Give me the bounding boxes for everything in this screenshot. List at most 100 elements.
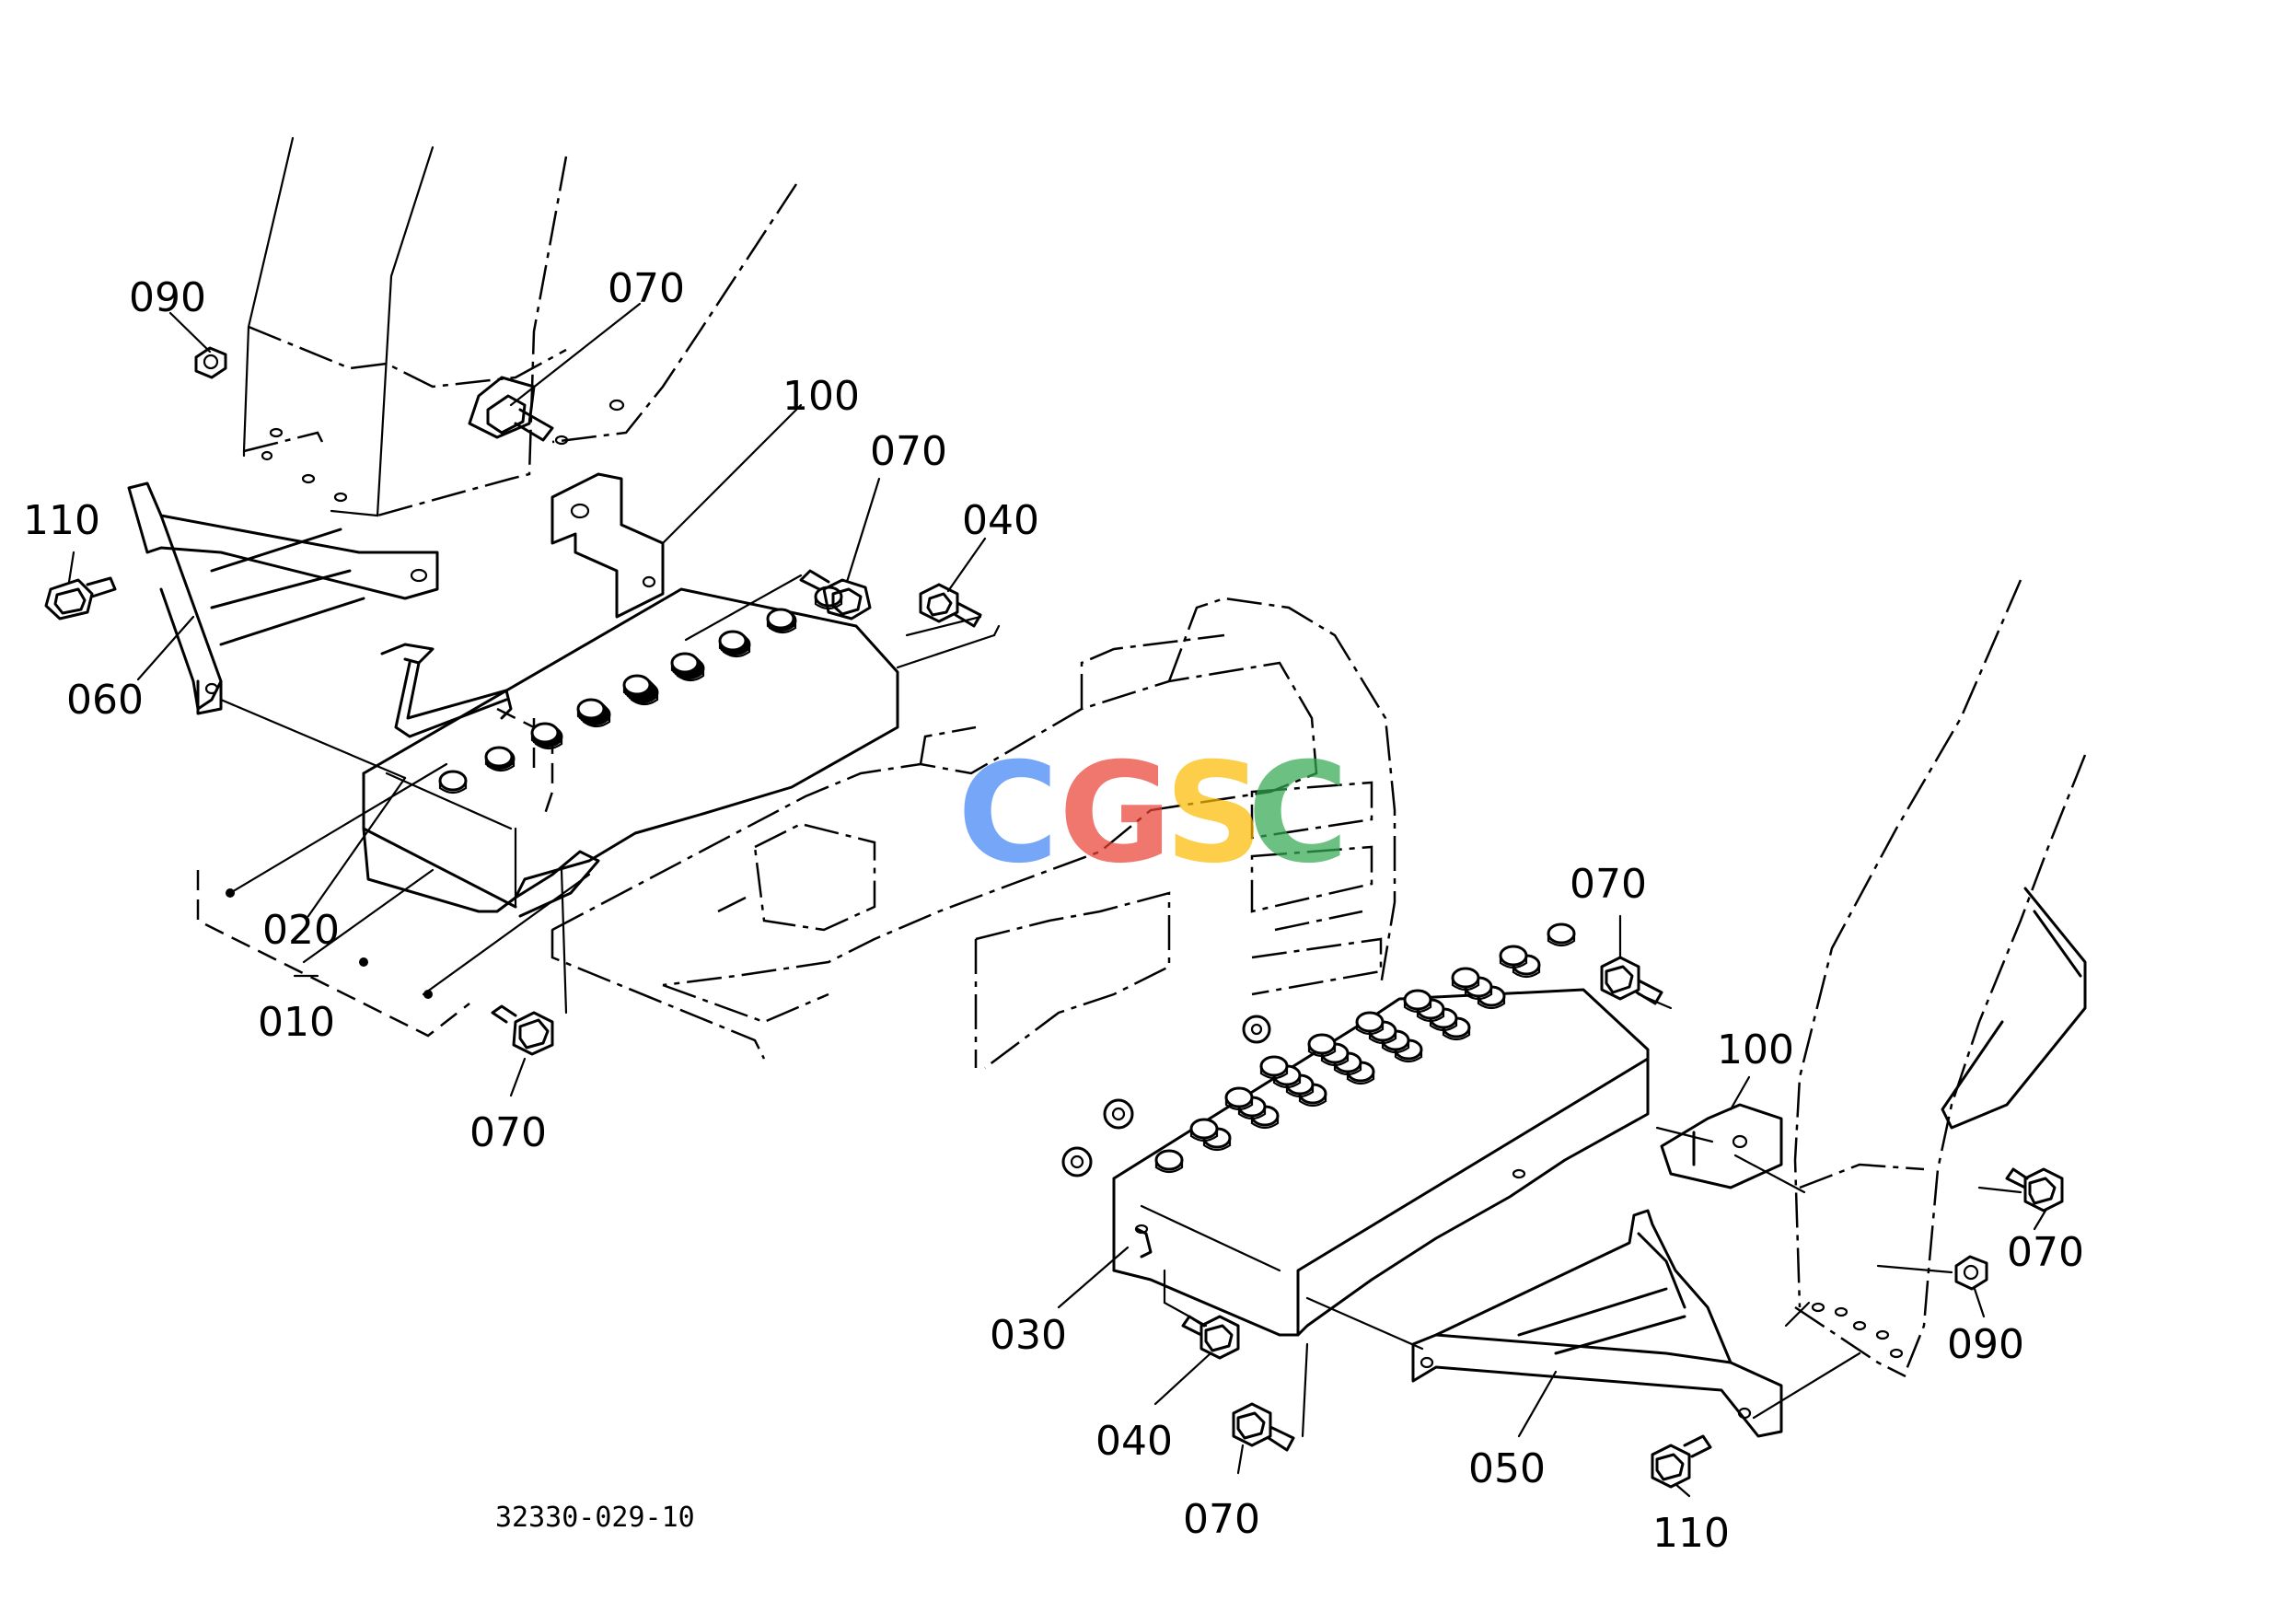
nut-090-left-icon (194, 346, 227, 379)
bracket-100-left (550, 472, 665, 619)
bolt-110-bottom-icon (1651, 1434, 1712, 1489)
stud-icon (670, 652, 700, 674)
callout-label: 030 (990, 1312, 1067, 1359)
stud-side (1320, 1051, 1350, 1067)
callout-label: 070 (870, 428, 947, 475)
callout-label: 010 (258, 999, 335, 1046)
stud-side (622, 683, 652, 699)
bolt-070-mid-icon (799, 569, 872, 621)
lever-rod (380, 643, 554, 820)
cgsc-watermark: C G S C (957, 734, 1349, 894)
stud-side (1259, 1064, 1289, 1080)
leader-lines (67, 302, 2047, 1498)
nut-090-right-icon (1954, 1255, 1988, 1291)
bolt-070-right-top-icon (1600, 956, 1663, 1005)
stud-side (530, 731, 560, 747)
bolt-040-bottom-icon (1181, 1315, 1240, 1360)
callout-label: 070 (2007, 1229, 2084, 1276)
bracket-050 (1411, 1209, 1783, 1438)
stud-side (1346, 1070, 1375, 1085)
stud-icon (766, 608, 795, 630)
stud-side (1451, 976, 1480, 992)
callout-label: 020 (262, 907, 340, 954)
callout-label: 070 (608, 265, 685, 312)
stud-icon (1499, 945, 1528, 967)
stud-side (1202, 1136, 1232, 1152)
bolt-070-low-icon (491, 1004, 554, 1056)
bolt-110-left-icon (44, 576, 117, 621)
callout-label: 110 (23, 497, 100, 544)
left-fender-outline (242, 136, 798, 517)
stud-side (484, 755, 514, 771)
bolt-070-top-icon (468, 376, 554, 442)
stud-side (1442, 1026, 1471, 1041)
stud-icon (576, 698, 606, 720)
bolt-070-far-right-icon (2005, 1167, 2064, 1212)
fasteners (44, 346, 2064, 1489)
stud-icon (1355, 1011, 1385, 1033)
bracket-060 (127, 481, 439, 715)
stud-side (1512, 963, 1541, 979)
stud-side (1224, 1096, 1254, 1111)
callout-label: 070 (1570, 861, 1647, 908)
stud-side (1416, 1007, 1445, 1023)
stud-icon (1189, 1118, 1219, 1140)
stud-side (670, 661, 700, 677)
stud-icon (1403, 989, 1432, 1011)
drawing-number: 32330-029-10 (495, 1502, 695, 1534)
callout-labels: 090 070 100 070 040 110 060 020 010 070 … (23, 265, 2084, 1557)
callout-label: 100 (782, 373, 860, 420)
stud-side (1189, 1127, 1219, 1143)
stud-side (1307, 1042, 1337, 1058)
washer-icon (1061, 1015, 1271, 1177)
stud-side (1285, 1083, 1315, 1098)
stud-icon (438, 770, 468, 792)
stud-side (1368, 1029, 1397, 1045)
stud-icon (1224, 1086, 1254, 1108)
stud-side (1298, 1092, 1327, 1108)
stud-side (576, 707, 606, 723)
callout-label: 040 (1095, 1418, 1173, 1465)
stud-side (1355, 1020, 1385, 1036)
stud-side (1272, 1073, 1302, 1089)
stud-icon (530, 722, 560, 744)
stud-side (1381, 1038, 1410, 1054)
stud-icon (484, 746, 514, 768)
stud-side (1429, 1016, 1458, 1032)
callout-label: 110 (1652, 1510, 1730, 1557)
watermark-letter: C (1247, 734, 1349, 894)
stud-icon (1154, 1149, 1184, 1171)
callout-label: 090 (129, 274, 206, 321)
callout-label: 090 (1947, 1321, 2024, 1368)
stud-side (438, 779, 468, 795)
stud-side (1477, 994, 1506, 1010)
stud-side (766, 617, 795, 632)
watermark-letter: C (957, 734, 1059, 894)
stud-side (1237, 1105, 1267, 1120)
stud-icon (1307, 1033, 1337, 1055)
stud-icon (1259, 1055, 1289, 1077)
left-plate-studs (438, 586, 843, 795)
stud-icon (622, 674, 652, 696)
stud-icon (1451, 967, 1480, 989)
stud-side (1333, 1061, 1362, 1076)
stud-side (1403, 998, 1432, 1014)
stud-side (718, 639, 747, 655)
stud-side (1547, 932, 1576, 947)
stud-icon (718, 630, 747, 652)
stud-icon (1547, 922, 1576, 945)
stud-side (1154, 1158, 1184, 1174)
callout-label: 070 (1183, 1496, 1260, 1543)
bolt-070-bottom-icon (1232, 1402, 1295, 1452)
callout-label: 100 (1717, 1027, 1794, 1073)
watermark-letter: S (1165, 734, 1264, 894)
stud-side (1464, 985, 1493, 1001)
right-plate-studs (1154, 922, 1576, 1174)
stud-side (1250, 1114, 1280, 1130)
watermark-letter: G (1059, 734, 1172, 894)
left-step-plate (362, 587, 899, 918)
callout-label: 060 (66, 677, 144, 724)
callout-label: 070 (469, 1109, 547, 1156)
